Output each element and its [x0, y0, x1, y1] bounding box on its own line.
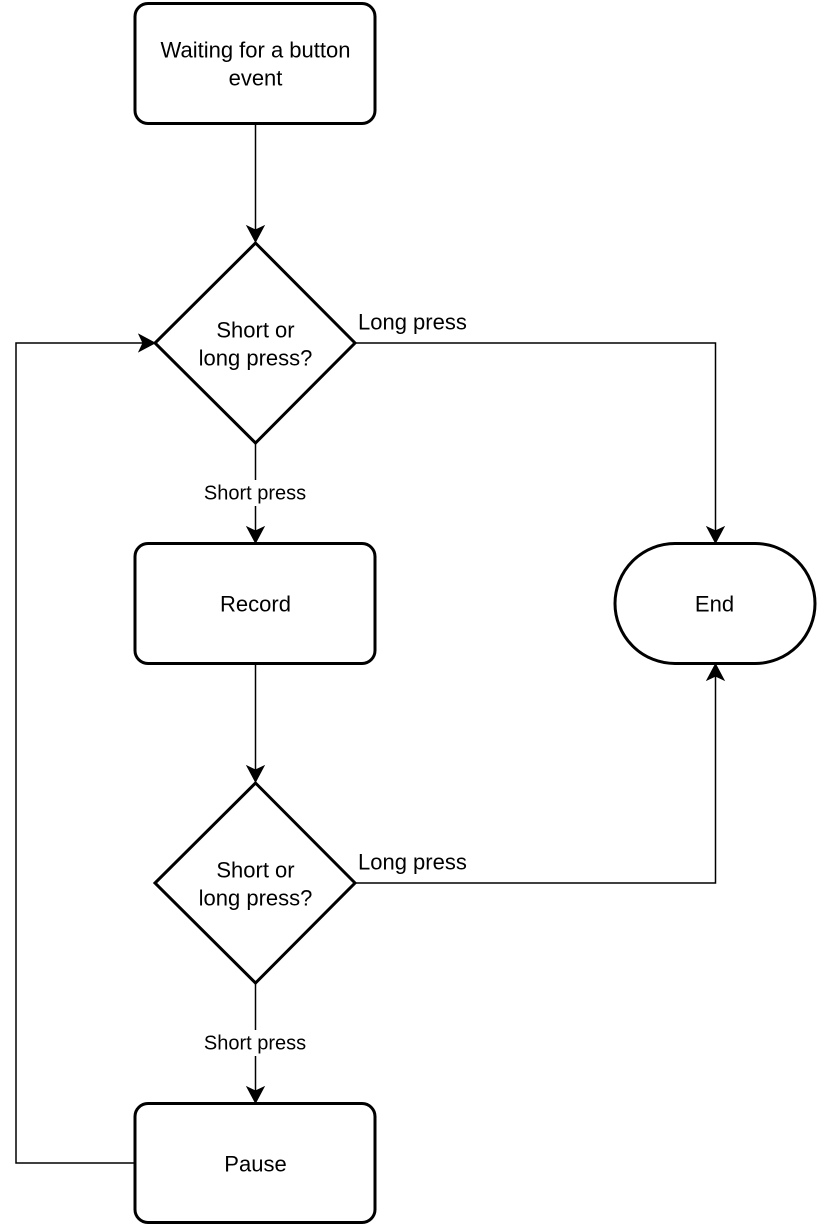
edge-label-decision-1-short: Short press — [204, 483, 306, 505]
decision-1-diamond — [152, 240, 358, 446]
edge-label-decision-2-long: Long press — [358, 850, 467, 875]
edge-decision-1-long-to-end — [355, 342, 717, 531]
node-record: Record — [133, 542, 377, 665]
arrowhead-pause-top — [245, 1085, 266, 1105]
edge-label-decision-1-long: Long press — [358, 310, 467, 335]
node-decision-2: Short or long press? — [152, 780, 358, 986]
arrowhead-end-bottom — [705, 662, 726, 682]
decision-1-label-line-1: Short or — [216, 318, 294, 343]
arrowhead-decision-1-left — [137, 333, 157, 353]
edge-labels: Long press Short press Long press Short … — [196, 310, 467, 1056]
record-label: Record — [220, 592, 291, 617]
node-end: End — [613, 542, 817, 665]
edge-pause-loop-to-decision-1 — [15, 342, 143, 1164]
pause-label: Pause — [224, 1152, 286, 1177]
record-box — [133, 542, 377, 665]
end-label: End — [695, 592, 734, 617]
decision-1-label-line-2: long press? — [199, 346, 313, 371]
pause-box — [133, 1102, 377, 1224]
end-terminator — [613, 542, 817, 665]
arrowhead-record-top — [245, 525, 266, 545]
waiting-box — [133, 2, 377, 125]
edge-label-decision-2-short: Short press — [204, 1033, 306, 1055]
edge-decision-2-long-to-end — [355, 676, 717, 884]
edge-label-bg-decision-1-short — [196, 480, 315, 506]
node-pause: Pause — [133, 1102, 377, 1224]
node-decision-1: Short or long press? — [152, 240, 358, 446]
decision-2-label-line-1: Short or — [216, 858, 294, 883]
decision-2-diamond — [152, 780, 358, 986]
arrowhead-end-top — [705, 525, 726, 545]
arrowhead-decision-2-top — [245, 764, 266, 784]
arrowhead-decision-1-top — [245, 224, 266, 244]
waiting-label-line-2: event — [229, 66, 283, 91]
node-waiting: Waiting for a button event — [133, 2, 377, 125]
edge-label-bg-decision-2-short — [196, 1030, 315, 1056]
decision-2-label-line-2: long press? — [199, 886, 313, 911]
waiting-label-line-1: Waiting for a button — [161, 38, 351, 63]
